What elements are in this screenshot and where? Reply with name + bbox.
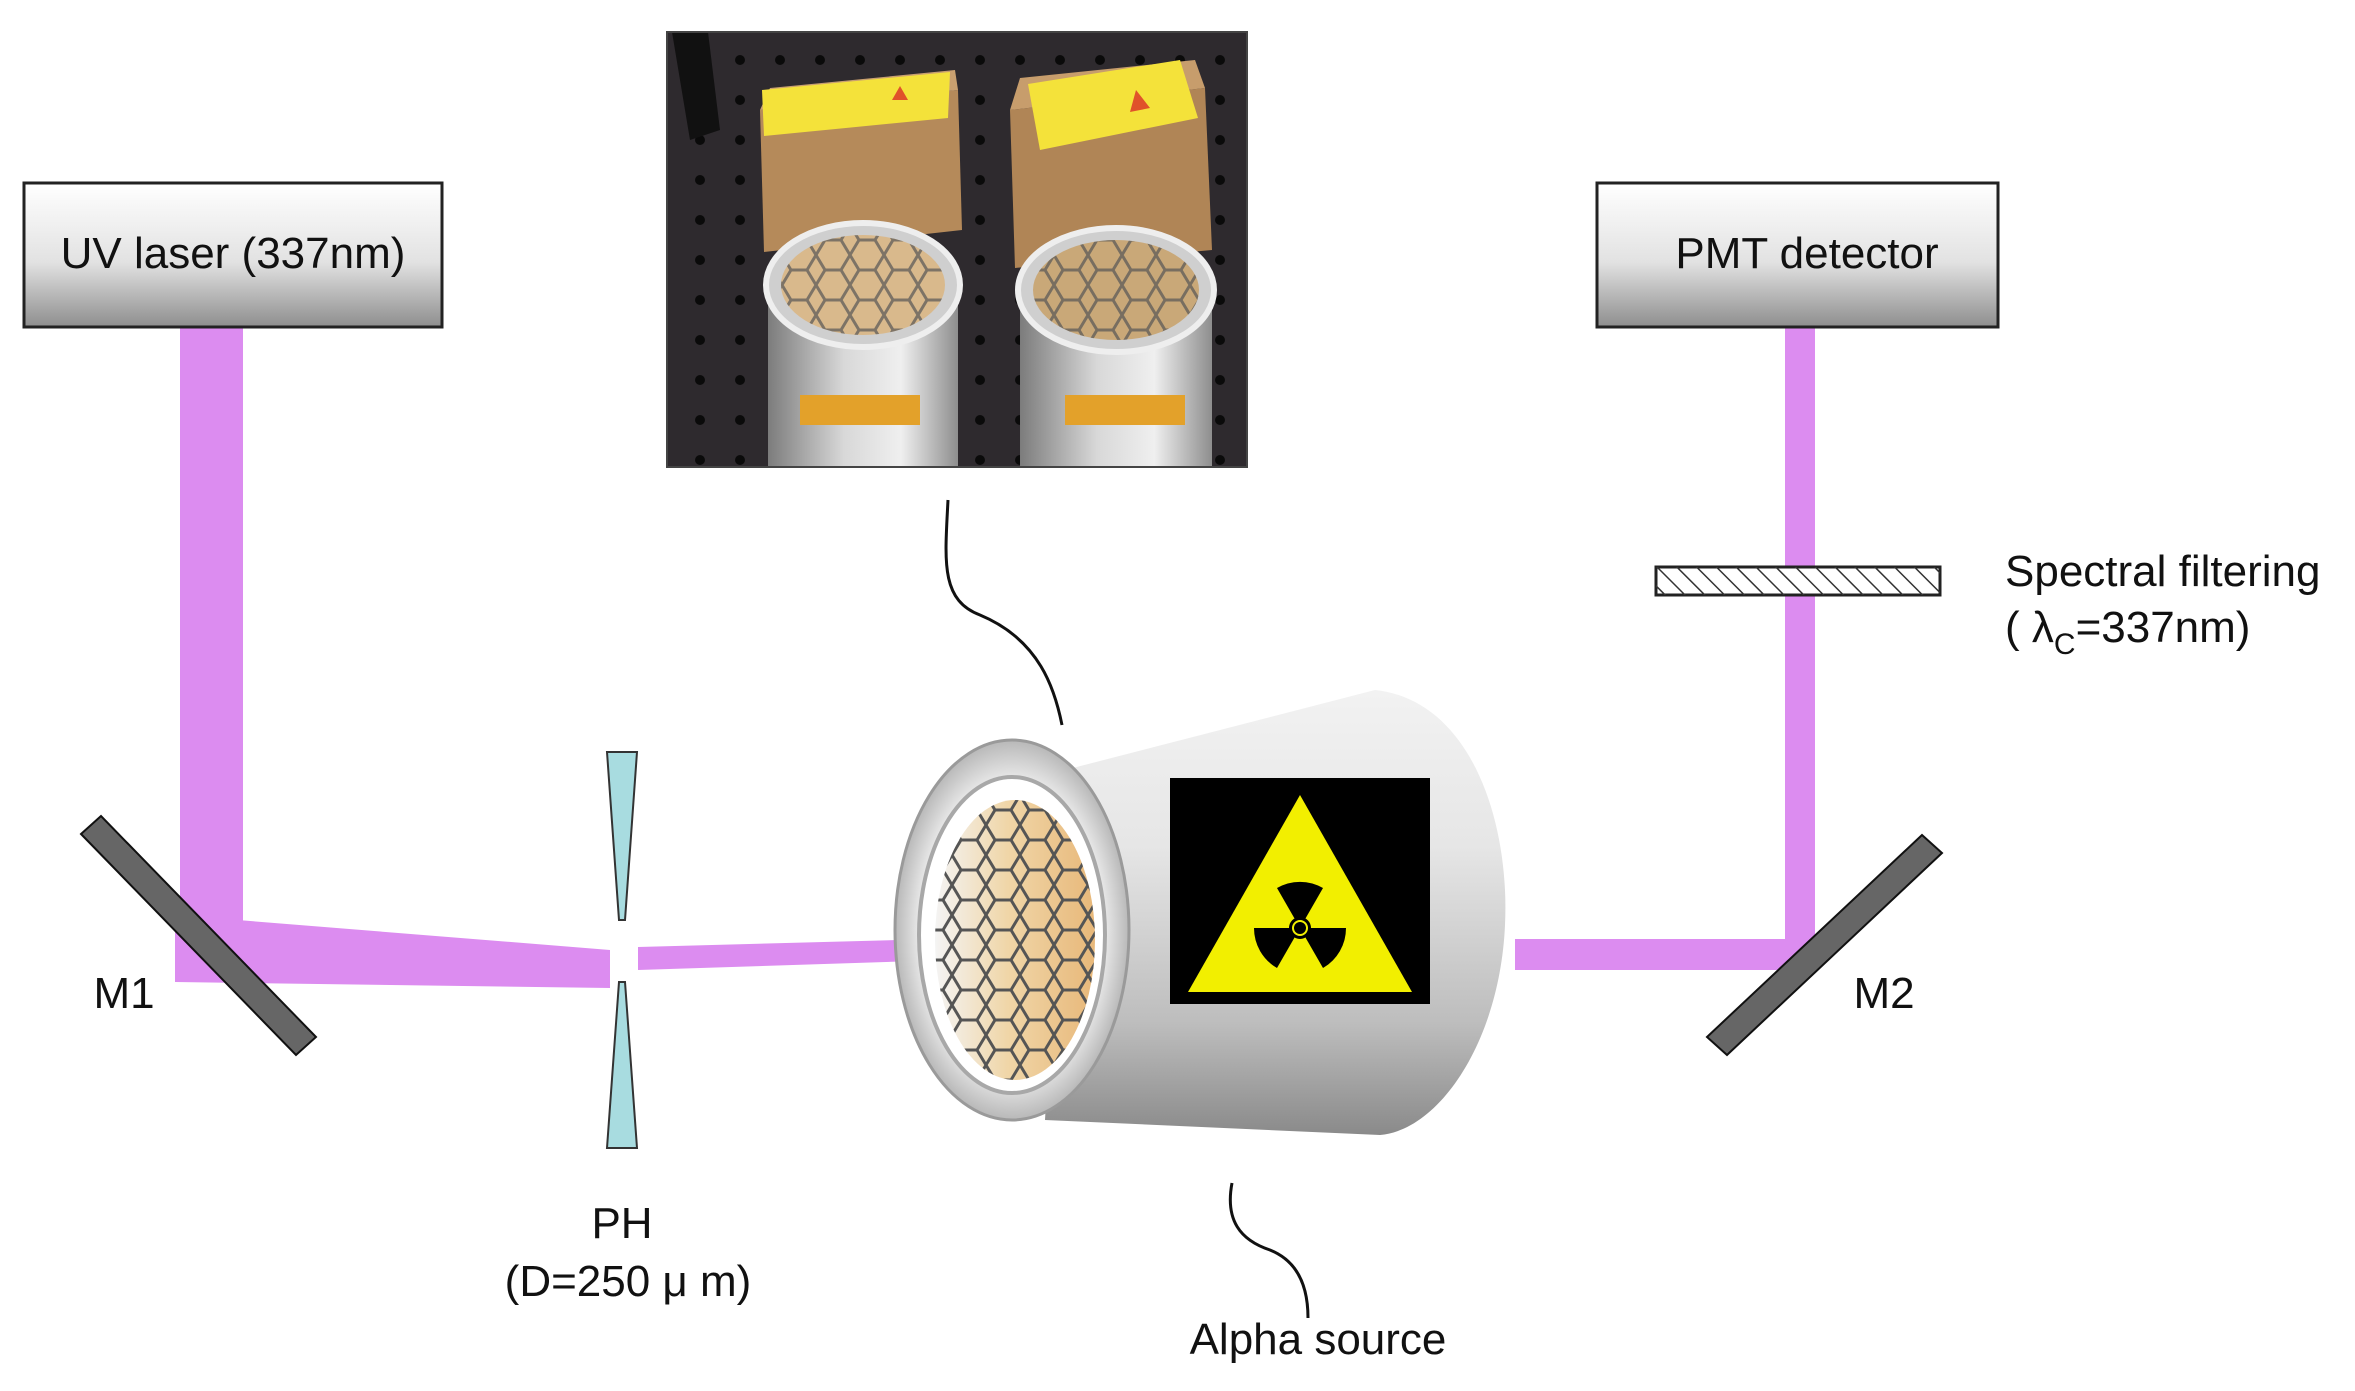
pmt-detector: PMT detector — [1595, 181, 2000, 329]
photo-stand-post — [672, 32, 720, 140]
cutoff-suffix: =337nm) — [2076, 603, 2251, 652]
uv-laser: UV laser (337nm) — [22, 181, 444, 329]
alpha-source — [893, 690, 1506, 1135]
mirror-m1: M1 — [79, 814, 318, 1057]
beam-source-to-m2 — [1515, 939, 1817, 970]
photo-label-right — [1028, 60, 1198, 150]
beam-m2-to-pmt — [1785, 327, 1815, 945]
mirror-m1-label: M1 — [93, 969, 154, 1018]
alpha-source-label: Alpha source — [1190, 1315, 1447, 1364]
cutoff-prefix: ( λ — [2005, 603, 2054, 652]
pinhole-label: PH — [591, 1199, 652, 1248]
photo-canister-left-label — [800, 395, 920, 425]
spectral-filter: Spectral filtering ( λC=337nm) — [1654, 547, 2320, 661]
photo-label-left — [762, 72, 950, 136]
spectral-filter-label: Spectral filtering — [2005, 547, 2320, 596]
mirror-m2-plate — [1705, 833, 1944, 1057]
spectral-filter-cutoff: ( λC=337nm) — [2005, 603, 2250, 661]
pmt-detector-box — [1595, 181, 2000, 329]
mirror-m1-plate — [79, 814, 318, 1057]
photo-leader-line — [944, 499, 1064, 726]
uv-laser-label: UV laser (337nm) — [61, 229, 406, 278]
pmt-detector-label: PMT detector — [1675, 229, 1938, 278]
pinhole: PH (D=250 μ m) — [505, 751, 752, 1306]
pinhole-lower-jaw — [605, 981, 639, 1149]
alpha-source-leader-line — [1228, 1182, 1310, 1319]
photo-canister-right-label — [1065, 395, 1185, 425]
beam-laser-to-m1 — [180, 327, 243, 949]
pinhole-diameter: (D=250 μ m) — [505, 1257, 752, 1306]
uv-laser-box — [22, 181, 444, 329]
mirror-m2-label: M2 — [1853, 969, 1914, 1018]
photo-inset — [666, 31, 1248, 468]
photo-trefoil-right — [1130, 90, 1150, 112]
photo-trefoil-left — [892, 86, 908, 100]
beam-m1-to-pinhole — [175, 915, 610, 988]
filter-hatching — [1656, 567, 1940, 595]
radiation-trefoil-icon — [1253, 881, 1347, 968]
cutoff-subscript: C — [2054, 628, 2076, 661]
mirror-m2: M2 — [1705, 833, 1944, 1057]
pinhole-upper-jaw — [605, 751, 639, 921]
